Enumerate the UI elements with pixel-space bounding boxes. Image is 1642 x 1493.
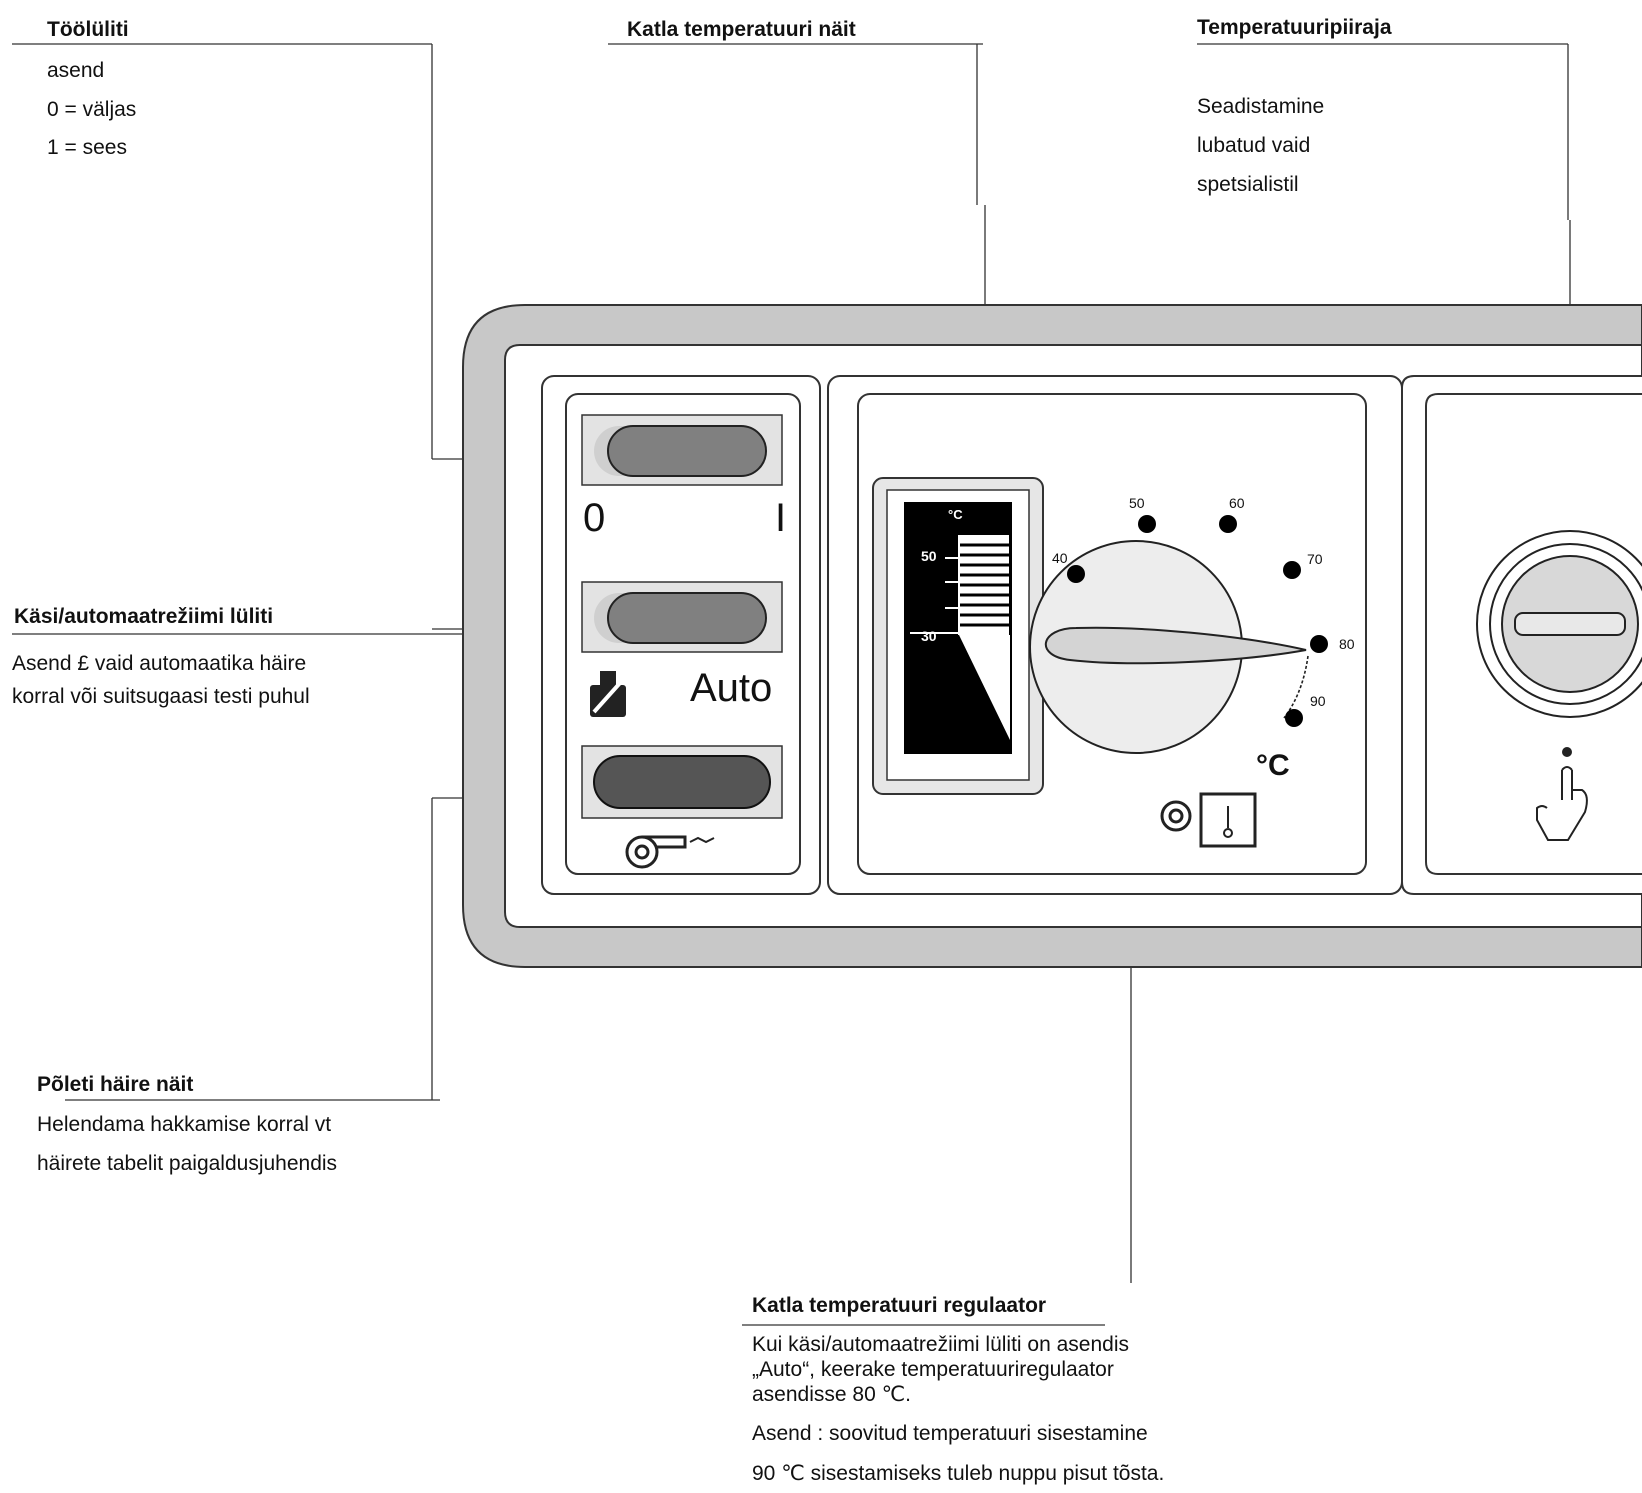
- title-toolulit: Töölüliti: [47, 18, 129, 41]
- dial-mark-70: 70: [1307, 551, 1323, 567]
- gauge-tick-30: 30: [921, 628, 937, 644]
- regulaator-line-5: 90 ℃ sisestamiseks tuleb nuppu pisut tõs…: [752, 1462, 1165, 1485]
- auto-manual-switch[interactable]: [581, 581, 783, 653]
- burner-fault-indicator: [581, 745, 783, 819]
- toolulit-line-1: asend: [47, 59, 105, 82]
- title-temp-piiraja: Temperatuuripiiraja: [1197, 16, 1392, 39]
- limiter-module: [1401, 375, 1642, 895]
- kasi-auto-line-1: Asend £ vaid automaatika häire: [12, 652, 307, 675]
- dial-unit: °C: [1256, 749, 1290, 782]
- piiraja-line-2: lubatud vaid: [1197, 134, 1311, 157]
- thermostat-icon: [1160, 792, 1257, 848]
- dial-mark-80: 80: [1339, 636, 1355, 652]
- main-switch[interactable]: [581, 414, 783, 486]
- reset-hand-icon: [1536, 747, 1588, 841]
- switch-label-auto: Auto: [690, 666, 773, 710]
- dial-mark-40: 40: [1052, 550, 1068, 566]
- regulaator-line-3: asendisse 80 ℃.: [752, 1383, 912, 1406]
- switch-module: [541, 375, 821, 895]
- boiler-temperature-gauge: [872, 477, 1044, 795]
- title-katla-regulaator: Katla temperatuuri regulaator: [752, 1294, 1047, 1317]
- switch-label-off: 0: [583, 496, 606, 540]
- toolulit-line-2: 0 = väljas: [47, 98, 137, 121]
- regulaator-line-2: „Auto“, keerake temperatuuriregulaator: [752, 1358, 1114, 1381]
- temperature-module: [827, 375, 1403, 895]
- hand-auto-icon: [590, 671, 626, 717]
- gauge-unit: °C: [948, 507, 963, 522]
- dial-mark-50: 50: [1129, 495, 1145, 511]
- dial-mark-90: 90: [1310, 693, 1326, 709]
- poleti-line-2: häirete tabelit paigaldusjuhendis: [37, 1152, 338, 1175]
- toolulit-line-3: 1 = sees: [47, 136, 127, 159]
- switch-label-on: I: [775, 496, 787, 540]
- title-katla-temp-nait: Katla temperatuuri näit: [627, 18, 856, 41]
- title-kasi-auto: Käsi/automaatrežiimi lüliti: [14, 605, 274, 628]
- dial-mark-60: 60: [1229, 495, 1245, 511]
- regulaator-line-1: Kui käsi/automaatrežiimi lüliti on asend…: [752, 1333, 1130, 1356]
- regulaator-line-4: Asend : soovitud temperatuuri sisestamin…: [752, 1422, 1148, 1445]
- burner-fan-icon: [625, 835, 715, 869]
- piiraja-line-3: spetsialistil: [1197, 173, 1299, 196]
- kasi-auto-line-2: korral või suitsugaasi testi puhul: [12, 685, 310, 708]
- poleti-line-1: Helendama hakkamise korral vt: [37, 1113, 332, 1136]
- temperature-dial[interactable]: [1029, 515, 1328, 754]
- gauge-tick-50: 50: [921, 548, 937, 564]
- limiter-reset-knob[interactable]: [1476, 530, 1642, 718]
- piiraja-line-1: Seadistamine: [1197, 95, 1325, 118]
- title-poleti-haire: Põleti häire näit: [37, 1073, 194, 1096]
